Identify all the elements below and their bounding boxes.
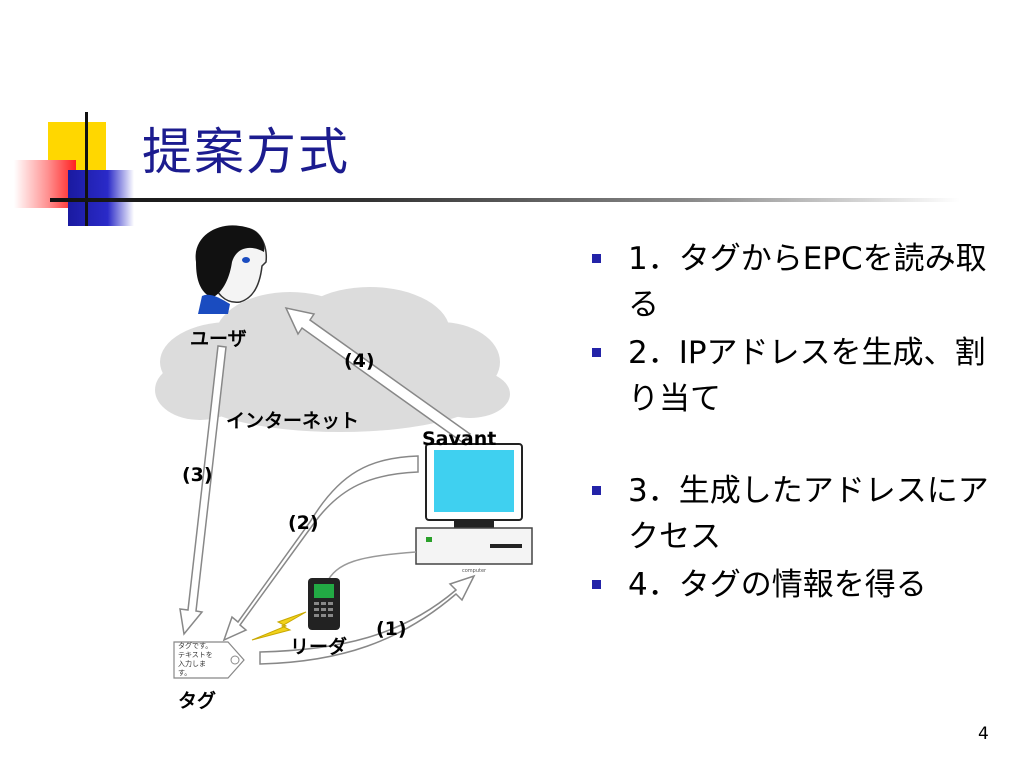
user-icon <box>195 225 268 314</box>
step3-label: (3) <box>182 464 213 486</box>
lightning-icon <box>251 611 307 641</box>
bullet-text: 4．タグの情報を得る <box>628 567 927 603</box>
bullet-marker <box>592 348 601 357</box>
bullet-item: 1．タグからEPCを読み取る <box>588 236 1008 328</box>
computer-caption: computer <box>462 568 487 574</box>
step4-label: (4) <box>344 350 375 372</box>
bullet-marker <box>592 580 601 589</box>
arrow-step1 <box>259 574 476 665</box>
reader-icon <box>308 578 340 630</box>
diagram-graphics: computer <box>155 225 533 679</box>
system-diagram: computer タグです。 テキストを 入 <box>140 222 560 722</box>
reader-cable <box>325 551 417 585</box>
tag-icon <box>173 641 245 679</box>
bullet-marker <box>592 254 601 263</box>
slide-title: 提案方式 <box>142 123 350 181</box>
reader-label: リーダ <box>290 636 348 658</box>
decorative-vertical-line <box>85 112 88 226</box>
bullet-text: 2．IPアドレスを生成、割り当て <box>628 335 986 417</box>
page-number: 4 <box>978 724 989 744</box>
bullet-marker <box>592 486 601 495</box>
bullet-item: 3．生成したアドレスにアクセス <box>588 468 1008 560</box>
title-underline <box>50 198 960 202</box>
bullet-text: 3．生成したアドレスにアクセス <box>628 473 989 555</box>
bullet-text: 1．タグからEPCを読み取る <box>628 241 987 323</box>
step2-label: (2) <box>288 512 319 534</box>
tag-label: タグ <box>178 690 217 712</box>
cloud-icon <box>155 287 510 432</box>
arrow-step4 <box>284 306 472 443</box>
tag-text: タグです。 テキストを 入力しま す。 <box>178 642 213 677</box>
computer-icon: computer <box>415 443 533 574</box>
arrow-step3 <box>179 345 227 636</box>
savant-label: Savant <box>422 428 497 450</box>
arrow-step2 <box>222 455 419 642</box>
step1-label: (1) <box>376 618 407 640</box>
internet-label: インターネット <box>226 410 360 432</box>
user-label: ユーザ <box>190 328 247 350</box>
bullet-item: 2．IPアドレスを生成、割り当て <box>588 330 1008 422</box>
bullet-item: 4．タグの情報を得る <box>588 562 1008 608</box>
bullet-list: 1．タグからEPCを読み取る 2．IPアドレスを生成、割り当て 3．生成したアド… <box>588 236 1008 608</box>
